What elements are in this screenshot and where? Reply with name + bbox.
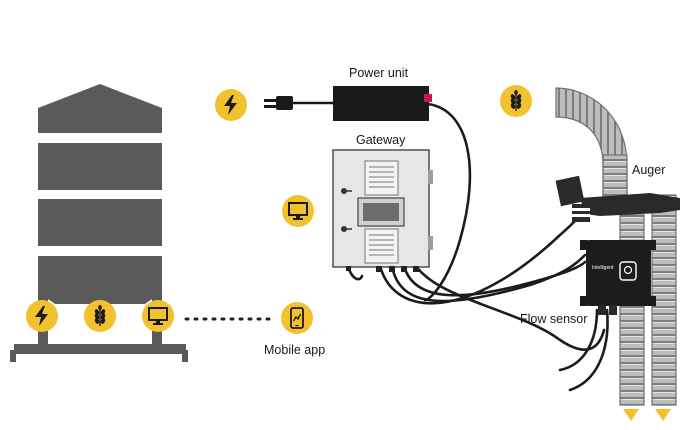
silo-roof xyxy=(38,84,162,133)
power-plug xyxy=(276,96,293,110)
grain-icon xyxy=(500,85,532,117)
auger-label: Auger xyxy=(632,163,666,177)
flow-sensor-label: Flow sensor xyxy=(520,312,588,326)
power-unit-box xyxy=(333,86,429,121)
monitor-icon xyxy=(282,195,314,227)
silo-section-2 xyxy=(38,199,162,246)
power-icon xyxy=(215,89,247,121)
auger-output-arrow-2 xyxy=(655,409,671,421)
silo-monitor-icon xyxy=(142,300,174,332)
silo-section-1 xyxy=(38,143,162,190)
auger-output-arrow-1 xyxy=(623,409,639,421)
gateway-screen xyxy=(363,203,399,221)
flow-sensor-brand: Intelligent xyxy=(592,265,614,271)
silo-hopper xyxy=(38,256,162,318)
flow-sensor xyxy=(580,240,656,315)
mobile-app-label: Mobile app xyxy=(264,343,326,357)
gateway-device xyxy=(332,149,433,272)
smartphone-icon xyxy=(281,302,313,334)
silo-base xyxy=(14,344,186,354)
power-unit-label: Power unit xyxy=(349,66,409,80)
silo-grain-icon xyxy=(84,300,116,332)
cables xyxy=(346,102,609,392)
gateway-label: Gateway xyxy=(356,133,406,147)
silo-power-icon xyxy=(26,300,58,332)
flow-sensor-box xyxy=(586,240,651,306)
power-unit xyxy=(264,86,432,121)
